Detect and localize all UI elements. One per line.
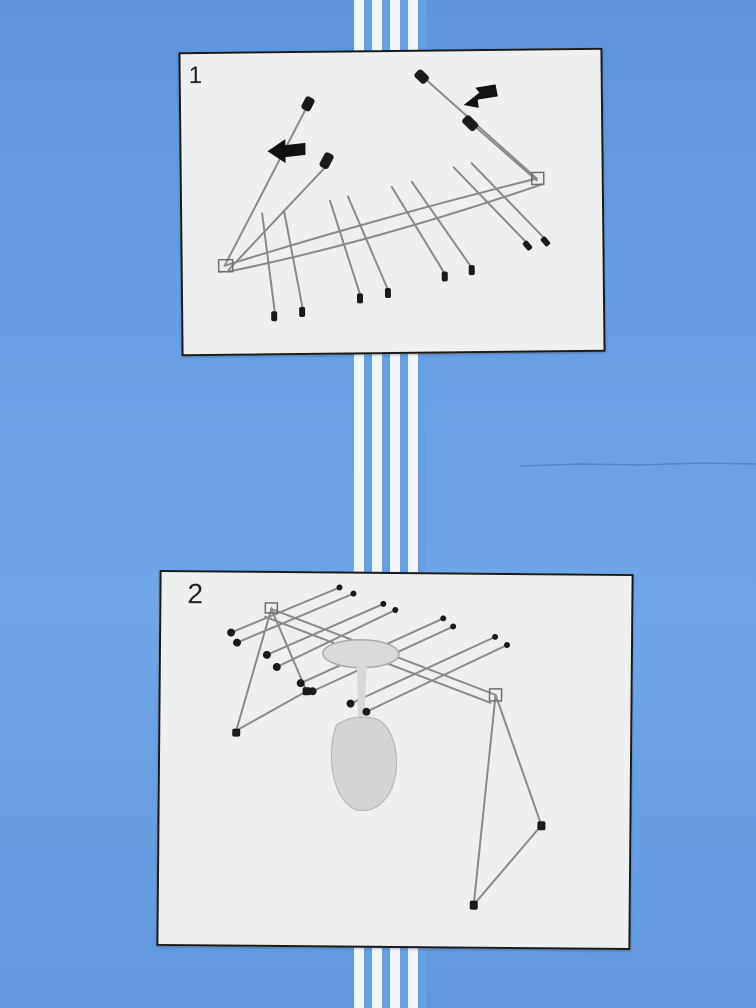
folded-rack-illustration <box>217 69 551 322</box>
assembled-rack-illustration <box>227 584 546 910</box>
step-1-panel: 1 <box>178 47 606 357</box>
box-crease <box>520 462 756 467</box>
arrow-left-icon <box>267 139 306 164</box>
step-2-panel: 2 <box>156 569 634 951</box>
wine-glass-icon <box>322 638 400 812</box>
arrow-right-icon <box>463 84 498 108</box>
